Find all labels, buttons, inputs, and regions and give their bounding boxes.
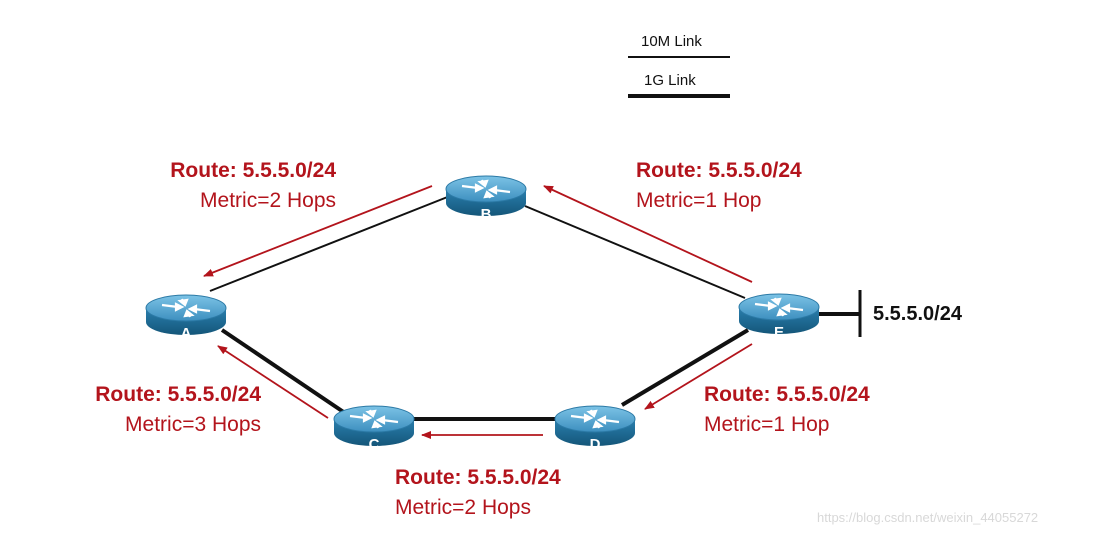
- legend-10m-label: 10M Link: [641, 33, 702, 50]
- router-e-label: E: [774, 324, 784, 341]
- link-a-c: [220, 328, 347, 415]
- advert-metric-text: Metric=2 Hops: [200, 189, 336, 212]
- arrow-b-to-a: [203, 185, 433, 277]
- router-d[interactable]: D: [553, 404, 637, 453]
- watermark: https://blog.csdn.net/weixin_44055272: [817, 510, 1039, 525]
- link-d-e: [620, 328, 750, 407]
- router-c-label: C: [369, 436, 380, 453]
- router-a[interactable]: A: [144, 293, 228, 342]
- router-b[interactable]: B: [444, 174, 528, 223]
- advert-d-to-c: Route: 5.5.5.0/24 Metric=2 Hops: [395, 467, 561, 518]
- advert-route-text: Route: 5.5.5.0/24: [704, 383, 870, 406]
- advert-c-to-a: Route: 5.5.5.0/24 Metric=3 Hops: [30, 384, 261, 435]
- legend-1g-label: 1G Link: [644, 72, 696, 89]
- router-d-label: D: [590, 436, 601, 453]
- advert-e-to-b: Route: 5.5.5.0/24 Metric=1 Hop: [636, 160, 802, 211]
- advert-metric-text: Metric=1 Hop: [636, 189, 762, 212]
- router-a-label: A: [181, 325, 192, 342]
- router-b-label: B: [481, 206, 492, 223]
- advert-metric-text: Metric=1 Hop: [704, 413, 830, 436]
- advert-route-text: Route: 5.5.5.0/24: [395, 466, 561, 489]
- link-a-b: [209, 195, 451, 292]
- advert-b-to-a: Route: 5.5.5.0/24 Metric=2 Hops: [100, 160, 336, 211]
- router-e[interactable]: E: [737, 292, 821, 341]
- advert-e-to-d: Route: 5.5.5.0/24 Metric=1 Hop: [704, 384, 870, 435]
- arrow-e-to-d: [644, 343, 753, 410]
- link-b-e: [524, 205, 746, 299]
- arrow-e-to-b: [543, 185, 753, 283]
- advert-metric-text: Metric=3 Hops: [125, 413, 261, 436]
- advert-route-text: Route: 5.5.5.0/24: [170, 159, 336, 182]
- router-c[interactable]: C: [332, 404, 416, 453]
- advert-metric-text: Metric=2 Hops: [395, 496, 531, 519]
- advert-route-text: Route: 5.5.5.0/24: [95, 383, 261, 406]
- arrow-c-to-a: [217, 345, 329, 419]
- advert-route-text: Route: 5.5.5.0/24: [636, 159, 802, 182]
- network-label: 5.5.5.0/24: [873, 303, 962, 325]
